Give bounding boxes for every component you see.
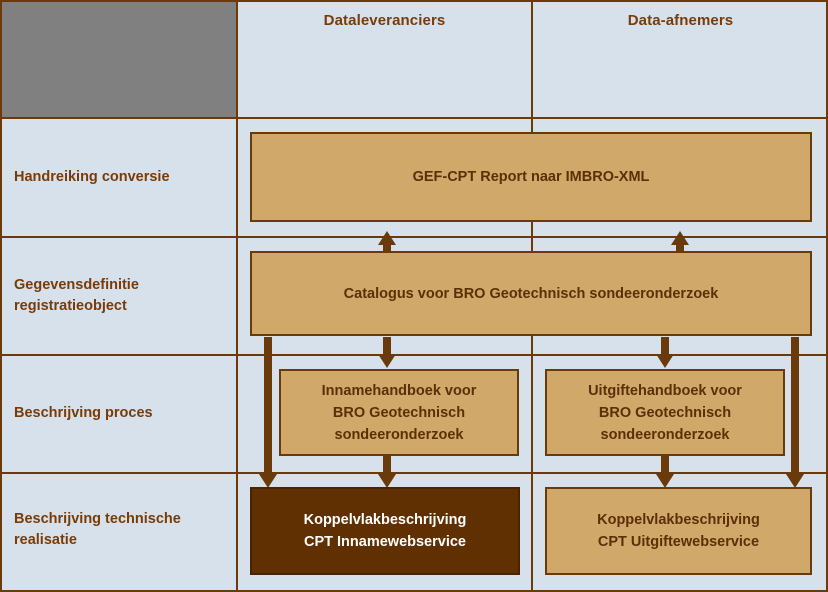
node-innamehandboek[interactable]: Innamehandboek voor BRO Geotechnisch son…	[279, 369, 519, 456]
node-koppelvlak-inname-label: Koppelvlakbeschrijving CPT Innamewebserv…	[303, 512, 467, 550]
column-header-dataleveranciers: Dataleveranciers	[323, 12, 446, 29]
corner-block	[0, 0, 236, 118]
arrow-catalogus-to-uitgiftehandboek	[661, 337, 669, 355]
node-koppelvlak-uitgifte[interactable]: Koppelvlakbeschrijving CPT Uitgiftewebse…	[545, 487, 812, 575]
node-catalogus-label: Catalogus voor BRO Geotechnisch sondeero…	[343, 285, 719, 302]
grid-line-row2	[0, 236, 828, 238]
arrow-catalogus-to-koppelvlak-inname	[264, 337, 272, 475]
node-gef-cpt-report-label: GEF-CPT Report naar IMBRO-XML	[412, 169, 650, 185]
node-uitgiftehandboek-label: Uitgiftehandboek voor BRO Geotechnisch s…	[588, 382, 742, 443]
row-label-beschrijving-technische-realisatie: Beschrijving technische realisatie	[14, 511, 181, 548]
grid-line-row4	[0, 472, 828, 474]
node-innamehandboek-label: Innamehandboek voor BRO Geotechnisch son…	[321, 382, 477, 443]
arrow-catalogus-to-koppelvlak-uitgifte	[791, 337, 799, 475]
row-label-gegevensdefinitie-registratieobject: Gegevensdefinitie registratieobject	[14, 277, 139, 314]
node-gef-cpt-report[interactable]: GEF-CPT Report naar IMBRO-XML	[250, 132, 812, 222]
row-label-handreiking-conversie: Handreiking conversie	[14, 169, 170, 185]
node-koppelvlak-uitgifte-label: Koppelvlakbeschrijving CPT Uitgiftewebse…	[597, 512, 760, 550]
arrow-innamehandboek-to-koppelvlak-inname	[383, 456, 391, 475]
grid-line-bottom	[0, 590, 828, 592]
column-header-data-afnemers: Data-afnemers	[627, 12, 734, 29]
grid-line-row3	[0, 354, 828, 356]
grid-line-top	[0, 0, 828, 2]
grid-line-left-edge	[0, 0, 2, 592]
node-koppelvlak-inname[interactable]: Koppelvlakbeschrijving CPT Innamewebserv…	[250, 487, 520, 575]
arrow-uitgiftehandboek-to-koppelvlak-uitgifte	[661, 456, 669, 475]
node-uitgiftehandboek[interactable]: Uitgiftehandboek voor BRO Geotechnisch s…	[545, 369, 785, 456]
grid-line-row1	[0, 117, 828, 119]
node-catalogus[interactable]: Catalogus voor BRO Geotechnisch sondeero…	[250, 251, 812, 336]
row-label-beschrijving-proces: Beschrijving proces	[14, 405, 153, 421]
grid-line-col-label	[236, 0, 238, 592]
arrow-catalogus-to-innamehandboek	[383, 337, 391, 355]
grid-line-right-edge	[826, 0, 828, 592]
